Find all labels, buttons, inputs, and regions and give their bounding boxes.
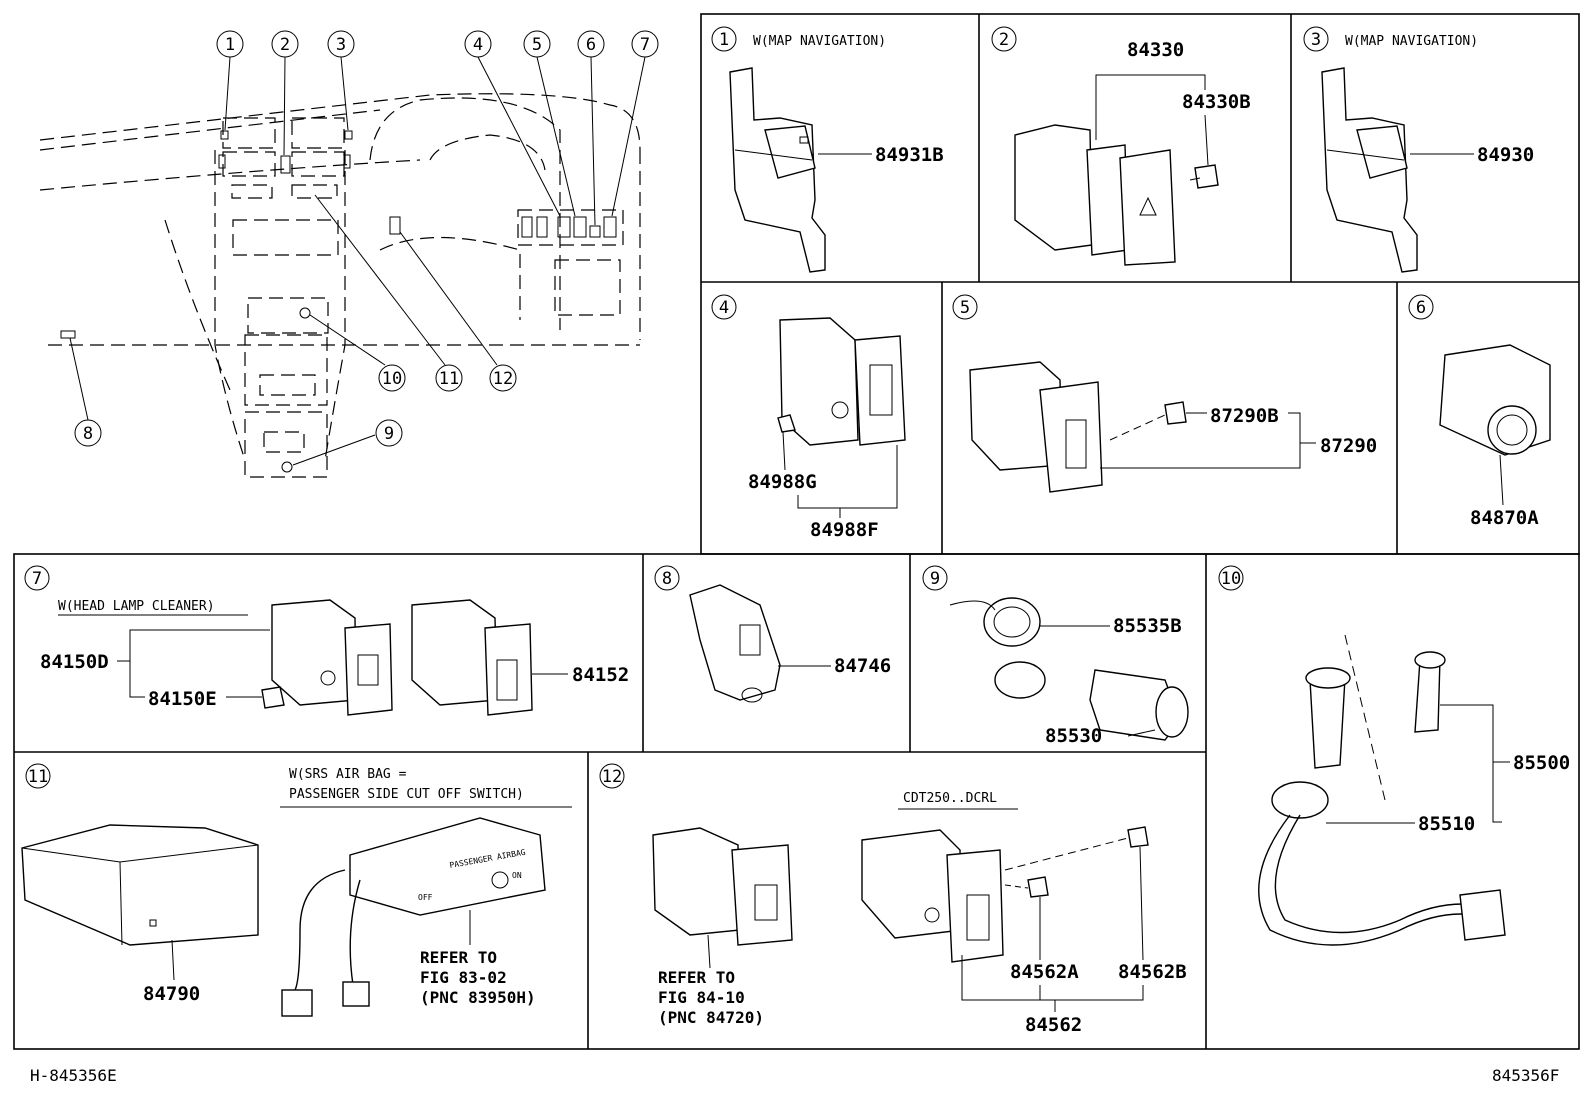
panel-12-note: CDT250..DCRL <box>903 791 997 806</box>
panel-7-number: 7 <box>32 569 42 589</box>
panel-9-number: 9 <box>930 569 940 589</box>
part-84931B: 84931B <box>875 144 944 166</box>
part-84150D: 84150D <box>40 651 109 673</box>
svg-text:10: 10 <box>382 369 402 389</box>
part-85500: 85500 <box>1513 752 1570 774</box>
svg-text:9: 9 <box>384 424 394 444</box>
callout-6: 6 <box>577 30 605 58</box>
part-87290B: 87290B <box>1210 405 1279 427</box>
panel-4-number: 4 <box>719 298 729 318</box>
dashboard-overview <box>39 56 646 478</box>
svg-text:5: 5 <box>532 35 542 55</box>
part-87290: 87290 <box>1320 435 1377 457</box>
panel-1-note: W(MAP NAVIGATION) <box>753 34 886 49</box>
part-85530: 85530 <box>1045 725 1102 747</box>
svg-text:3: 3 <box>336 35 346 55</box>
callout-11: 11 <box>435 364 463 392</box>
panel-5: 5 87290B 87290 <box>952 294 1377 493</box>
callout-7: 7 <box>631 30 659 58</box>
part-84562B: 84562B <box>1118 961 1187 983</box>
panel-12: 12 REFER TO FIG 84-10 (PNC 84720) CDT250… <box>599 763 1187 1036</box>
svg-text:4: 4 <box>473 35 483 55</box>
panel-6-number: 6 <box>1416 298 1426 318</box>
footer-left-code: H-845356E <box>30 1066 117 1085</box>
part-84988F: 84988F <box>810 519 879 541</box>
panel-2: 2 84330 84330B <box>991 26 1251 266</box>
panel-6: 6 84870A <box>1408 294 1551 529</box>
panel-3: 3 W(MAP NAVIGATION) 84930 <box>1303 26 1534 273</box>
svg-text:8: 8 <box>83 424 93 444</box>
callout-9: 9 <box>375 419 403 447</box>
callout-2: 2 <box>271 30 299 58</box>
panel-frames <box>13 13 1580 1050</box>
panel-11-number: 11 <box>28 767 48 787</box>
panel-11-note-line1: W(SRS AIR BAG = <box>289 767 407 782</box>
part-85510: 85510 <box>1418 813 1475 835</box>
panel-3-note: W(MAP NAVIGATION) <box>1345 34 1478 49</box>
panel-11: 11 W(SRS AIR BAG = PASSENGER SIDE CUT OF… <box>21 763 572 1017</box>
svg-text:12: 12 <box>493 369 513 389</box>
panel-11-ref-line2: FIG 83-02 <box>420 968 507 987</box>
part-84150E: 84150E <box>148 688 217 710</box>
callout-8: 8 <box>74 419 102 447</box>
part-85535B: 85535B <box>1113 615 1182 637</box>
svg-text:11: 11 <box>439 369 459 389</box>
airbag-label-on: ON <box>512 871 522 880</box>
svg-text:6: 6 <box>586 35 596 55</box>
svg-text:7: 7 <box>640 35 650 55</box>
callout-5: 5 <box>523 30 551 58</box>
panel-3-number: 3 <box>1311 30 1321 50</box>
callout-4: 4 <box>464 30 492 58</box>
svg-text:2: 2 <box>280 35 290 55</box>
part-84870A: 84870A <box>1470 507 1539 529</box>
panel-8: 8 84746 <box>654 565 891 703</box>
part-84988G: 84988G <box>748 471 817 493</box>
part-84330B: 84330B <box>1182 91 1251 113</box>
panel-4: 4 84988G 84988F <box>711 294 906 541</box>
panel-1: 1 W(MAP NAVIGATION) 84931B <box>711 26 944 273</box>
footer-right-code: 845356F <box>1492 1066 1559 1085</box>
panel-12-number: 12 <box>602 767 622 787</box>
panel-11-ref-line3: (PNC 83950H) <box>420 988 536 1007</box>
panel-8-number: 8 <box>662 569 672 589</box>
panel-10-number: 10 <box>1221 569 1241 589</box>
part-84562A: 84562A <box>1010 961 1079 983</box>
part-84746: 84746 <box>834 655 891 677</box>
panel-11-note-line2: PASSENGER SIDE CUT OFF SWITCH) <box>289 787 524 802</box>
panel-11-ref-line1: REFER TO <box>420 948 497 967</box>
panel-12-ref-line2: FIG 84-10 <box>658 988 745 1007</box>
panel-10: 10 85500 85510 <box>1218 565 1570 946</box>
panel-9: 9 85535B 85530 <box>922 565 1189 747</box>
callout-10: 10 <box>378 364 406 392</box>
panel-12-ref-line1: REFER TO <box>658 968 735 987</box>
callout-3: 3 <box>327 30 355 58</box>
part-84562: 84562 <box>1025 1014 1082 1036</box>
panel-7-note: W(HEAD LAMP CLEANER) <box>58 599 215 614</box>
airbag-label-off: OFF <box>418 893 433 902</box>
panel-1-number: 1 <box>719 30 729 50</box>
callout-12: 12 <box>489 364 517 392</box>
callout-1: 1 <box>216 30 244 58</box>
part-84790: 84790 <box>143 983 200 1005</box>
part-84330: 84330 <box>1127 39 1184 61</box>
overview-callouts: 1 2 3 4 5 6 7 8 9 10 11 12 <box>74 30 659 447</box>
part-84930: 84930 <box>1477 144 1534 166</box>
svg-text:1: 1 <box>225 35 235 55</box>
panel-2-number: 2 <box>999 30 1009 50</box>
panel-7: 7 W(HEAD LAMP CLEANER) 84150D 84150E 841… <box>24 565 629 716</box>
panel-5-number: 5 <box>960 298 970 318</box>
part-84152: 84152 <box>572 664 629 686</box>
panel-12-ref-line3: (PNC 84720) <box>658 1008 764 1027</box>
